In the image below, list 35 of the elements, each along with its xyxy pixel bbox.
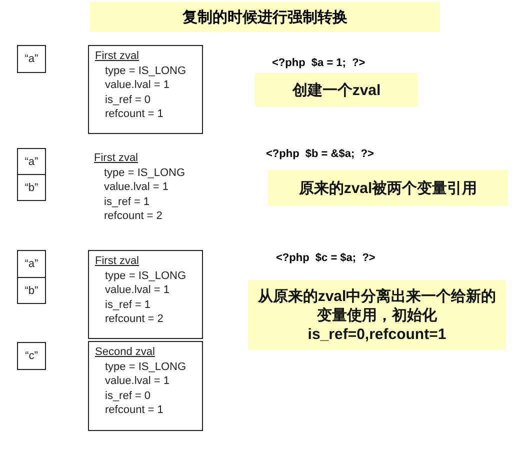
zval-box (88, 250, 203, 339)
field-text: type = IS_LONG (104, 268, 188, 283)
field-text: type = IS_LONG (104, 360, 188, 374)
field-text: value.lval = 1 (104, 374, 171, 388)
zval-box (88, 45, 203, 134)
field-text: type = IS_LONG (104, 64, 188, 78)
variable-box: “c” (17, 342, 46, 370)
zval-heading: First zval (95, 254, 140, 268)
field-text: type = IS_LONG (103, 166, 186, 180)
zval-box (88, 341, 203, 431)
variable-box: “a” (17, 45, 46, 73)
field-text: refcount = 1 (104, 107, 164, 122)
zval-heading: First zval (94, 151, 139, 166)
field-text: value.lval = 1 (104, 283, 171, 298)
code-text: <?php $b = &$a; ?> (266, 148, 374, 160)
variable-box: “b” (17, 277, 46, 304)
field-text: is_ref = 0 (104, 92, 152, 107)
field-text: is_ref = 0 (104, 388, 152, 403)
zval-heading: First zval (95, 49, 140, 64)
note-box: 从原来的zval中分离出来一个给新的变量使用，初始化is_ref=0,refcount=1 (248, 280, 506, 350)
note-box: 创建一个zval (255, 73, 418, 107)
note-box: 原来的zval被两个变量引用 (268, 170, 508, 206)
field-text: value.lval = 1 (104, 78, 171, 92)
variable-box: “b” (17, 174, 46, 201)
variable-box: “a” (17, 250, 46, 278)
title: 复制的时候进行强制转换 (90, 2, 440, 32)
field-text: is_ref = 1 (103, 194, 151, 209)
field-text: is_ref = 1 (104, 298, 152, 312)
field-text: refcount = 2 (104, 312, 164, 326)
field-text: value.lval = 1 (103, 180, 170, 194)
field-text: refcount = 1 (104, 403, 164, 418)
zval-heading: Second zval (95, 345, 156, 360)
field-text: refcount = 2 (103, 209, 164, 224)
variable-box: “a” (17, 148, 46, 175)
code-text: <?php $c = $a; ?> (276, 252, 376, 264)
